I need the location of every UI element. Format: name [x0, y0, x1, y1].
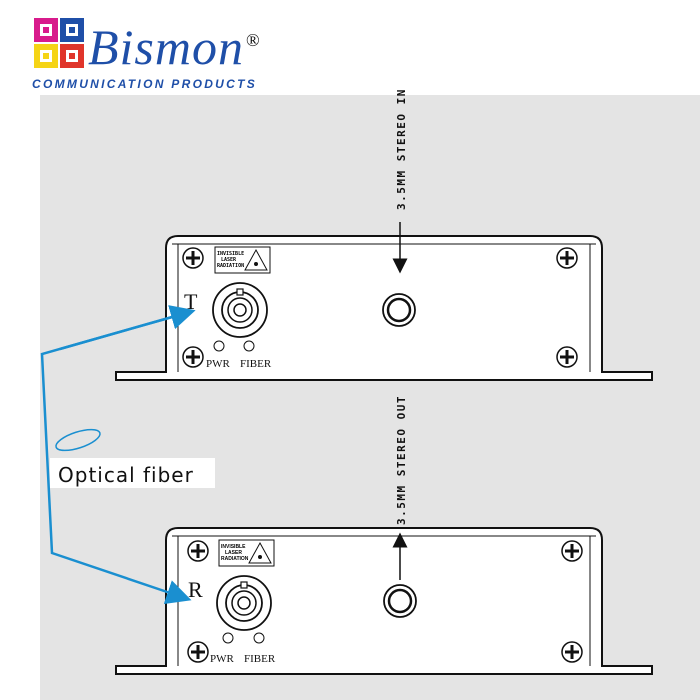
receiver-letter: R — [188, 577, 203, 602]
brand-name: Bismon® — [88, 18, 261, 76]
fiber-connector-icon — [212, 282, 268, 338]
pwr-led — [222, 632, 234, 644]
brand-name-text: Bismon — [88, 19, 244, 75]
laser-warning-label: INVISIBLE LASER RADIATION — [214, 246, 271, 274]
receiver-unit: INVISIBLE LASER RADIATION R PWR FIBER — [115, 527, 653, 675]
stereo-in-label: 3.5MM STEREO IN — [395, 88, 408, 210]
transmitter-letter: T — [184, 289, 198, 314]
pwr-label: PWR — [210, 653, 235, 665]
laser-warning-icon — [248, 541, 272, 564]
warning-line-2: LASER — [221, 257, 237, 263]
registered-mark: ® — [246, 30, 261, 51]
screw-icon — [561, 540, 583, 562]
fiber-led — [243, 340, 255, 352]
screw-icon — [556, 247, 578, 269]
warning-line-1: INVISIBLE — [221, 544, 246, 550]
pwr-label: PWR — [206, 358, 231, 370]
optical-fiber-label: Optical fiber — [58, 463, 194, 487]
warning-line-1: INVISIBLE — [217, 251, 244, 257]
fiber-led — [253, 632, 265, 644]
audio-jack-icon — [383, 584, 417, 618]
optical-fiber-line — [40, 312, 192, 605]
warning-line-3: RADIATION — [217, 263, 244, 269]
screw-icon — [187, 540, 209, 562]
screw-icon — [556, 346, 578, 368]
audio-jack-icon — [382, 293, 416, 327]
brand-logo: Bismon® COMMUNICATION PRODUCTS — [30, 14, 330, 94]
logo-mark-icon — [34, 18, 84, 68]
pwr-led — [213, 340, 225, 352]
warning-line-3: RADIATION — [221, 556, 249, 562]
laser-warning-label: INVISIBLE LASER RADIATION — [218, 539, 275, 567]
fiber-label: FIBER — [240, 358, 272, 370]
brand-tagline: COMMUNICATION PRODUCTS — [32, 77, 258, 91]
screw-icon — [561, 641, 583, 663]
screw-icon — [182, 247, 204, 269]
fiber-label: FIBER — [244, 653, 276, 665]
fiber-arrow-top — [59, 305, 196, 351]
fiber-connector-icon — [216, 575, 272, 631]
fiber-label-bg — [50, 458, 215, 488]
screw-icon — [182, 346, 204, 368]
warning-line-2: LASER — [225, 550, 242, 556]
fiber-marker-ellipse — [55, 428, 101, 452]
transmitter-unit: INVISIBLE LASER RADIATION T PWR FIBER — [115, 235, 653, 381]
screw-icon — [187, 641, 209, 663]
stereo-out-label: 3.5MM STEREO OUT — [395, 395, 408, 525]
laser-warning-icon — [244, 248, 268, 271]
